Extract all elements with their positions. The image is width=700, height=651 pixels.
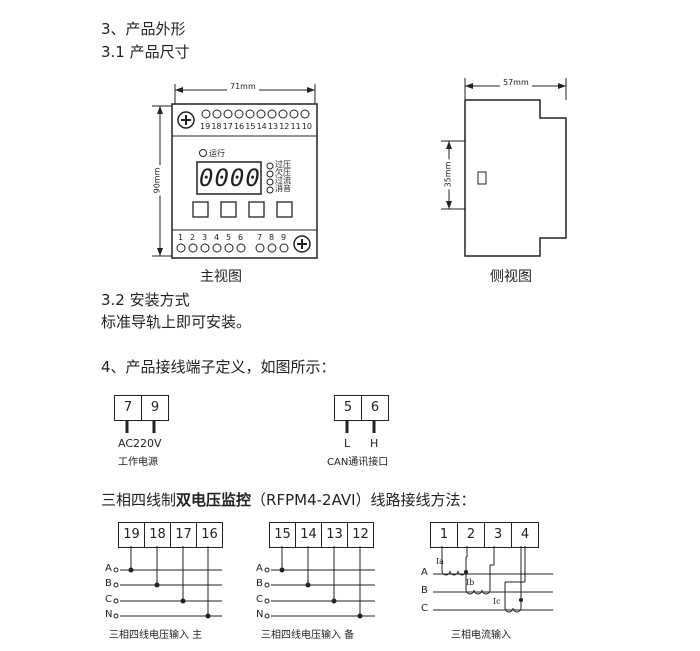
wiring-heading: 三相四线制双电压监控（RFPM4-2AVI）线路接线方法： <box>101 489 476 510</box>
main-voltage-terminal-block: 19 18 17 16 <box>118 522 223 548</box>
terminal: 13 <box>322 523 348 547</box>
section-3-heading: 3、产品外形 <box>101 20 186 38</box>
section-4-heading: 4、产品接线端子定义，如图所示： <box>101 358 336 376</box>
ct-label: Ia <box>436 557 444 566</box>
line-label: N <box>256 609 264 620</box>
terminal-number: 19 <box>200 122 211 131</box>
indicator-label: 欠压 <box>275 168 291 177</box>
terminal-number: 17 <box>222 122 233 131</box>
terminal-number: 12 <box>279 122 290 131</box>
ct-label: Ic <box>493 597 501 606</box>
terminal-number: 10 <box>301 122 312 131</box>
indicator-label: 消音 <box>275 184 291 193</box>
current-caption: 三相电流输入 <box>451 630 511 641</box>
current-terminal-block: 1 2 3 4 <box>430 522 539 548</box>
run-label: 运行 <box>209 149 225 158</box>
terminal: 7 <box>115 396 142 420</box>
terminal: 9 <box>150 400 160 415</box>
terminal: 2 <box>458 523 485 547</box>
main-voltage-caption: 三相四线电压输入 主 <box>109 630 203 641</box>
indicator-labels: 过压 欠压 过流 消音 <box>275 161 291 193</box>
terminal: 6 <box>370 400 380 415</box>
power-terminal-block: 7 9 <box>114 395 169 421</box>
backup-voltage-caption: 三相四线电压输入 备 <box>261 630 355 641</box>
indicator-label: 过流 <box>275 176 291 185</box>
terminal-number: 8 <box>269 233 275 242</box>
installation-text: 标准导轨上即可安装。 <box>101 313 252 331</box>
side-height-label: 35mm <box>443 159 453 190</box>
terminal-number: 16 <box>233 122 245 131</box>
line-label: C <box>421 603 428 614</box>
wiring-heading-bold: 双电压监控 <box>176 491 252 509</box>
line-label: C <box>105 594 112 605</box>
can-caption: CAN通讯接口 <box>327 457 389 468</box>
power-caption: 工作电源 <box>118 457 158 468</box>
terminal-number: 9 <box>281 233 287 242</box>
indicator-label: 过压 <box>275 160 291 169</box>
power-voltage-label: AC220V <box>118 437 162 450</box>
side-view-caption: 侧视图 <box>490 269 532 285</box>
wiring-heading-prefix: 三相四线制 <box>101 491 177 509</box>
wiring-heading-suffix: （RFPM4-2AVI）线路接线方法： <box>251 491 476 509</box>
can-pin-label: H <box>370 437 379 450</box>
line-label: A <box>256 563 263 574</box>
terminal-number: 18 <box>211 122 222 131</box>
terminal-number: 7 <box>257 233 263 242</box>
backup-voltage-terminal-block: 15 14 13 12 <box>269 522 374 548</box>
line-label: B <box>256 578 263 589</box>
top-terminal-numbers: 19 18 17 16 15 14 13 12 11 10 <box>200 122 312 131</box>
line-label: A <box>105 563 112 574</box>
terminal-number: 1 <box>178 233 184 242</box>
terminal: 16 <box>201 527 218 542</box>
terminal: 3 <box>485 523 512 547</box>
can-pin-label: L <box>344 437 351 450</box>
terminal: 17 <box>171 523 197 547</box>
section-3-1-heading: 3.1 产品尺寸 <box>101 43 190 61</box>
terminal: 12 <box>352 527 369 542</box>
terminal: 4 <box>520 527 530 542</box>
terminal: 5 <box>335 396 362 420</box>
line-label: A <box>421 567 428 578</box>
terminal-number: 4 <box>214 233 220 242</box>
ct-label: Ib <box>466 578 475 587</box>
can-terminal-block: 5 6 <box>334 395 389 421</box>
front-width-label: 71mm <box>227 82 259 91</box>
terminal: 18 <box>145 523 171 547</box>
terminal-number: 15 <box>245 122 256 131</box>
terminal-number: 14 <box>256 122 267 131</box>
terminal-number: 6 <box>238 233 244 242</box>
digital-display: 0000 <box>199 164 261 192</box>
line-label: C <box>256 594 263 605</box>
side-width-label: 57mm <box>500 78 532 87</box>
terminal-number: 3 <box>202 233 208 242</box>
terminal-number: 13 <box>267 122 279 131</box>
terminal: 19 <box>119 523 145 547</box>
line-label: B <box>421 585 428 596</box>
front-height-label: 90mm <box>152 165 162 196</box>
terminal: 14 <box>296 523 322 547</box>
line-label: N <box>105 609 113 620</box>
terminal-number: 11 <box>290 122 301 131</box>
section-3-2-heading: 3.2 安装方式 <box>101 291 190 309</box>
terminal: 15 <box>270 523 296 547</box>
line-label: B <box>105 578 112 589</box>
terminal-number: 2 <box>190 233 196 242</box>
front-view-caption: 主视图 <box>200 269 242 285</box>
terminal-number: 5 <box>226 233 232 242</box>
terminal: 1 <box>431 523 458 547</box>
